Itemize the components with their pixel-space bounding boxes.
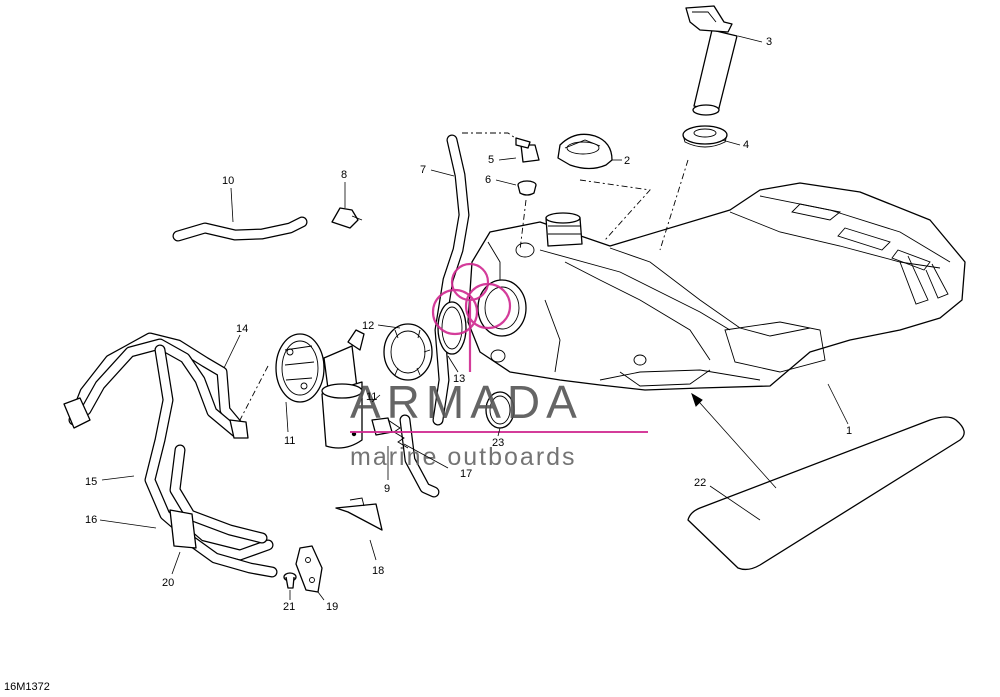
watermark-tagline: marine outboards [350, 443, 577, 471]
callout-16: 16 [85, 514, 97, 526]
tank-support-pad [687, 416, 965, 571]
pickup-bracket [335, 497, 383, 531]
vent-valve [515, 137, 540, 163]
callout-21: 21 [283, 601, 295, 613]
callout-11-pump: 11 [284, 435, 295, 447]
callout-18: 18 [372, 565, 384, 577]
assembly-line [239, 365, 269, 421]
lock-ring [383, 323, 433, 381]
watermark: ARMADA marine outboards [350, 262, 648, 471]
filler-hose [172, 216, 308, 242]
watermark-brand: ARMADA [350, 376, 583, 428]
callout-22: 22 [694, 477, 706, 489]
assembly-line [462, 132, 531, 149]
callout-17: 17 [460, 468, 472, 480]
pump-filter [371, 417, 409, 449]
grommet [682, 125, 728, 148]
callout-2: 2 [624, 155, 630, 167]
callout-1: 1 [846, 425, 852, 437]
callout-labels: 1 2 3 4 5 6 7 8 9 10 11 11 12 13 14 15 1… [85, 36, 852, 613]
callout-6: 6 [485, 174, 491, 186]
callout-9: 9 [384, 483, 390, 495]
callout-7: 7 [420, 164, 426, 176]
callout-13: 13 [453, 373, 465, 385]
watermark-logo-icon [431, 262, 512, 372]
callout-20: 20 [162, 577, 174, 589]
fuel-tank [467, 182, 966, 391]
callout-19: 19 [326, 601, 338, 613]
leader-lines [99, 35, 849, 601]
callout-5: 5 [488, 154, 494, 166]
callout-12: 12 [362, 320, 374, 332]
fuel-pump-module [275, 329, 365, 449]
fuel-line-assembly [63, 332, 278, 578]
callout-15: 15 [85, 476, 97, 488]
valve-grommet [517, 180, 537, 196]
fuel-sender-unit [685, 5, 738, 116]
mounting-plate [295, 545, 323, 593]
callout-23: 23 [492, 437, 504, 449]
callout-10: 10 [222, 175, 234, 187]
vent-hose [399, 134, 470, 498]
callout-14: 14 [236, 323, 248, 335]
assembly-line [579, 179, 651, 241]
drawing-reference-code: 16M1372 [4, 681, 50, 693]
callout-11-filter: 11 [366, 391, 377, 403]
callout-4: 4 [743, 139, 749, 151]
callout-8: 8 [341, 169, 347, 181]
fuel-cap [557, 133, 613, 170]
assembly-line [659, 159, 689, 251]
hose-clamp [331, 207, 363, 229]
callout-3: 3 [766, 36, 772, 48]
o-ring-large [437, 301, 467, 355]
screw [283, 572, 297, 589]
